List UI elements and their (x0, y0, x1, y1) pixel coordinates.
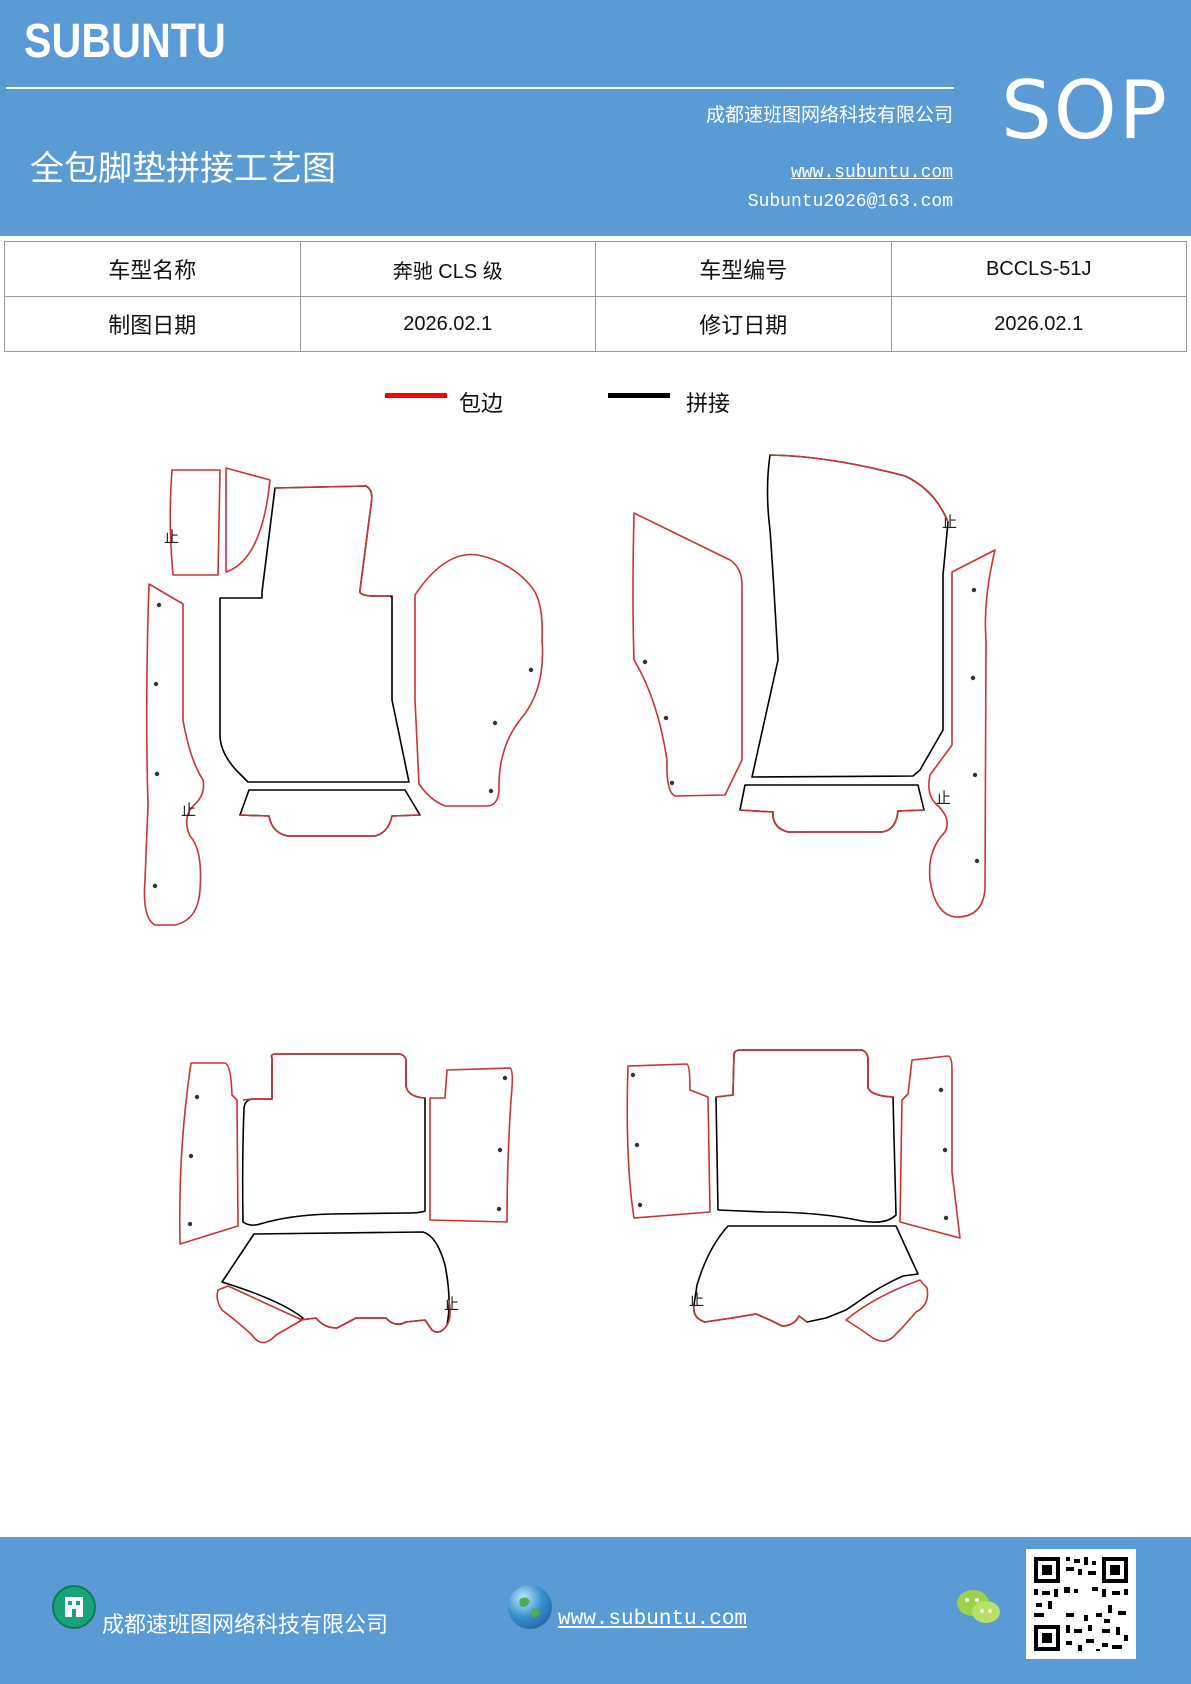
table-row: 制图日期 2026.02.1 修订日期 2026.02.1 (4, 296, 1187, 352)
mat-piece (429, 1067, 514, 1223)
legend-label-seam: 拼接 (686, 392, 731, 417)
mat-edge-top (769, 454, 949, 523)
table-cell-label: 车型名称 (4, 241, 301, 297)
mat-piece (178, 1062, 239, 1245)
fixing-hole (943, 1215, 949, 1221)
doc-type-label: SOP (1001, 64, 1169, 157)
mat-piece (899, 1055, 961, 1239)
fixing-hole (663, 715, 669, 721)
table-cell-label: 车型编号 (595, 241, 892, 297)
front-right-mat-set: 止 止 (632, 454, 996, 918)
stop-mark: 止 (689, 1291, 704, 1309)
mat-edge-bottom (692, 1304, 808, 1327)
mat-piece (751, 454, 949, 778)
fixing-hole (154, 771, 160, 777)
table-cell-value: 2026.02.1 (890, 296, 1187, 352)
fixing-hole (488, 788, 494, 794)
rear-right-mat-set: 止 (626, 1049, 961, 1342)
fixing-hole (528, 667, 534, 673)
qr-code (1026, 1549, 1136, 1659)
footer-website-link[interactable]: www.subuntu.com (558, 1608, 748, 1631)
mat-edge-bottom (739, 809, 925, 833)
header-banner: SUBUNTU 成都速班图网络科技有限公司 全包脚垫拼接工艺图 www.subu… (0, 0, 1191, 236)
mat-piece (216, 1285, 303, 1344)
mat-piece (221, 1231, 450, 1333)
mat-piece (632, 512, 743, 797)
table-cell-label: 修订日期 (595, 296, 892, 352)
fixing-hole (497, 1147, 503, 1153)
mat-piece (845, 1279, 929, 1342)
wechat-icon[interactable] (956, 1587, 1002, 1627)
fixing-hole (194, 1094, 200, 1100)
fixing-hole (152, 883, 158, 889)
fixing-hole (637, 1202, 643, 1208)
table-cell-value: 奔驰 CLS 级 (299, 241, 596, 297)
fixing-hole (974, 858, 980, 864)
footer-banner: 成都速班图网络科技有限公司 www.subuntu.com (0, 1537, 1191, 1684)
fixing-hole (642, 659, 648, 665)
legend-binding: 包边 (385, 386, 545, 420)
mat-piece (239, 789, 421, 837)
table-cell-value: 2026.02.1 (299, 296, 596, 352)
fixing-hole (496, 1206, 502, 1212)
mat-edge-bottom (299, 1299, 451, 1333)
mat-edge-top (274, 485, 390, 597)
mat-edge-bottom (239, 814, 421, 837)
mat-piece (169, 469, 221, 576)
mat-piece (241, 1053, 426, 1226)
mat-piece (143, 583, 205, 926)
fixing-hole (634, 1142, 640, 1148)
fixing-hole (938, 1087, 944, 1093)
floor-mat-diagram: 止 止 止 止 (143, 454, 996, 1344)
fixing-hole (156, 602, 162, 608)
fixing-hole (942, 1147, 948, 1153)
company-name: 成都速班图网络科技有限公司 (705, 104, 953, 126)
front-left-mat-set: 止 止 (143, 467, 544, 926)
mat-piece (739, 784, 925, 833)
stop-mark: 止 (181, 801, 196, 819)
brand-logo: SUBUNTU (24, 15, 226, 68)
fixing-hole (630, 1072, 636, 1078)
building-icon (52, 1585, 96, 1629)
footer-company-name: 成都速班图网络科技有限公司 (102, 1613, 389, 1638)
fixing-hole (502, 1075, 508, 1081)
mat-piece (414, 553, 544, 807)
stop-mark: 止 (936, 789, 951, 807)
globe-icon (508, 1585, 552, 1629)
mat-piece (225, 467, 271, 573)
fixing-hole (970, 675, 976, 681)
fixing-hole (972, 772, 978, 778)
mat-edge-top (715, 1049, 894, 1098)
fixing-hole (669, 780, 675, 786)
legend-label-binding: 包边 (459, 392, 504, 417)
legend-seam: 拼接 (608, 386, 768, 420)
stop-mark: 止 (942, 513, 957, 531)
fixing-hole (971, 587, 977, 593)
vehicle-info-table: 车型名称 奔驰 CLS 级 车型编号 BCCLS-51J 制图日期 2026.0… (4, 241, 1187, 352)
website-link[interactable]: www.subuntu.com (790, 163, 953, 183)
mat-piece (626, 1063, 711, 1219)
legend-swatch-binding (385, 393, 447, 398)
mat-piece (219, 485, 410, 783)
fixing-hole (153, 681, 159, 687)
stop-mark: 止 (444, 1295, 459, 1313)
mat-piece (928, 549, 996, 918)
table-cell-label: 制图日期 (4, 296, 301, 352)
email-address: Subuntu2026@163.com (747, 192, 953, 212)
mat-edge-top (242, 1053, 426, 1101)
fixing-hole (188, 1153, 194, 1159)
mat-piece (692, 1225, 919, 1327)
fixing-hole (492, 720, 498, 726)
rear-left-mat-set: 止 (178, 1053, 514, 1344)
stop-mark: 止 (164, 528, 179, 546)
fixing-hole (187, 1221, 193, 1227)
legend-swatch-seam (608, 393, 670, 398)
page-title: 全包脚垫拼接工艺图 (30, 149, 336, 189)
header-divider (6, 87, 954, 89)
mat-piece (715, 1049, 897, 1223)
